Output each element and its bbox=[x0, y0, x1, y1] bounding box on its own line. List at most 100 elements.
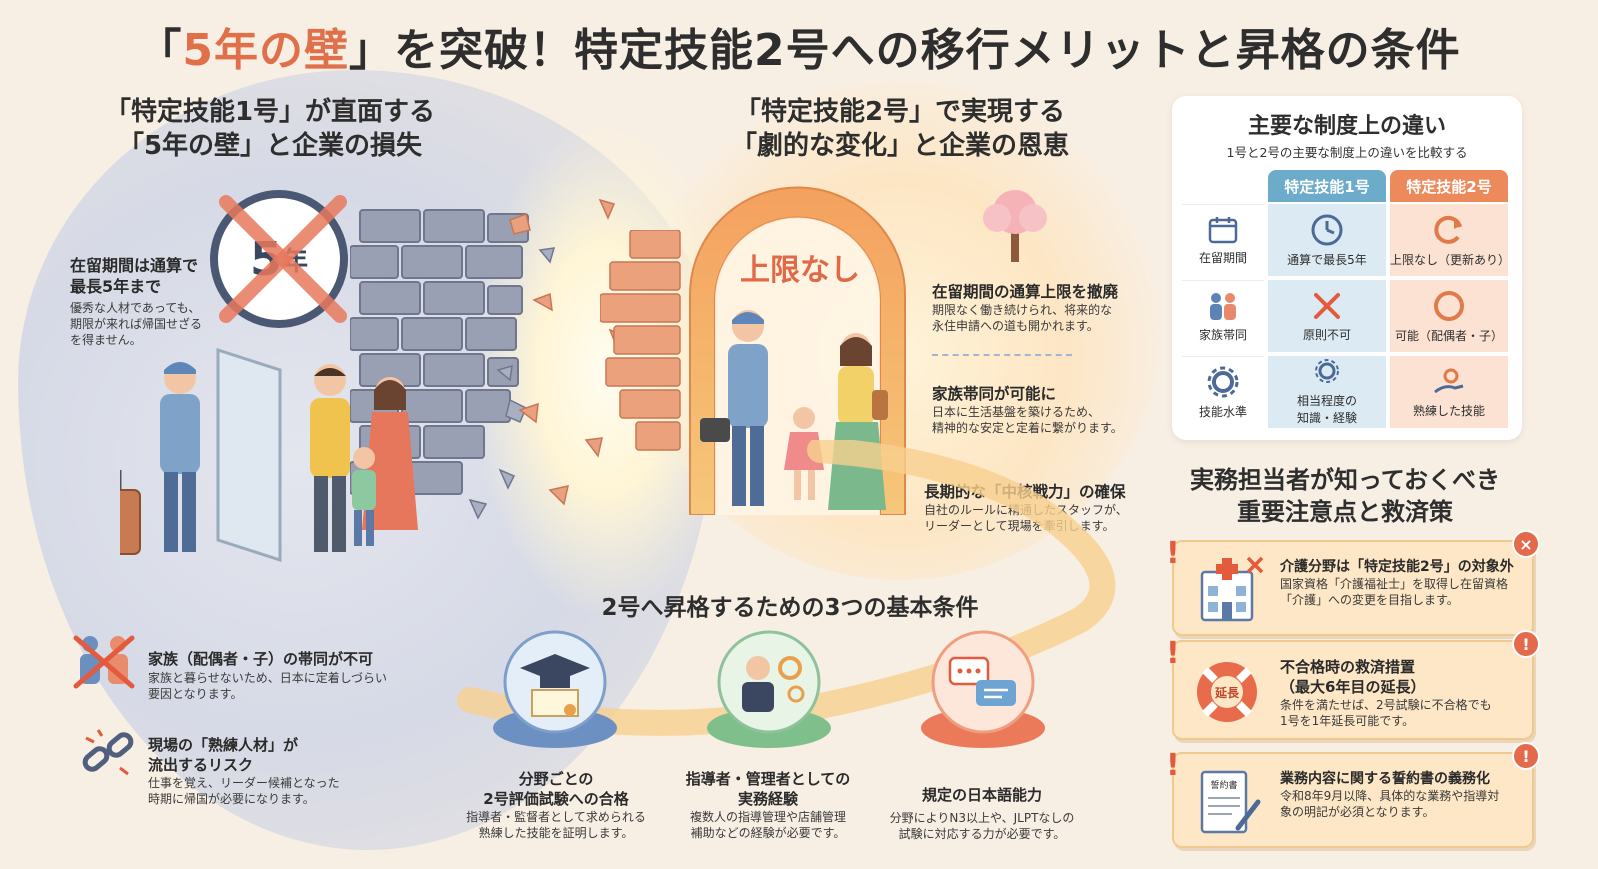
risk-title-line2: 流出するリスク bbox=[148, 755, 254, 774]
calendar-icon bbox=[1208, 217, 1238, 244]
condition-2-title-line2: 実務経験 bbox=[737, 789, 798, 808]
risk-block: 現場の「熟練人材」が 流出するリスク 仕事を覚え、リーダー候補となった 時期に帰… bbox=[148, 736, 388, 807]
left-section-heading: 「特定技能1号」が直面する 「5年の壁」と企業の損失 bbox=[60, 96, 480, 164]
family-title: 家族（配偶者・子）の帯同が不可 bbox=[148, 650, 374, 668]
circle-icon bbox=[1434, 290, 1464, 321]
attention-heading-line1: 実務担当者が知っておくべき bbox=[1189, 466, 1501, 494]
condition-2-desc-line1: 複数人の指導管理や店舗管理 bbox=[689, 810, 846, 824]
table-row-stay: 在留期間 通算で最長5年 上限なし（更新あり） bbox=[1182, 204, 1512, 278]
row-label: 技能水準 bbox=[1198, 405, 1247, 419]
right-section-heading: 「特定技能2号」で実現する 「劇的な変化」と企業の恩恵 bbox=[700, 96, 1100, 164]
cross-out-icon bbox=[219, 195, 347, 323]
alert-badge-icon: ! bbox=[1512, 630, 1540, 658]
condition-3-desc-line2: 試験に対応する力が必要です。 bbox=[898, 826, 1066, 841]
gear-badge-icon bbox=[1315, 359, 1339, 383]
condition-2-title-line1: 指導者・管理者としての bbox=[685, 770, 851, 788]
row-label-cell: 技能水準 bbox=[1182, 356, 1264, 428]
cell-value: 熟練した技能 bbox=[1412, 403, 1485, 418]
note-text: 介護分野は「特定技能2号」の対象外 国家資格「介護福祉士」を取得し在留資格 「介… bbox=[1280, 558, 1528, 609]
cell-tokutei2: 上限なし（更新あり） bbox=[1390, 204, 1510, 276]
cell-value-line1: 相当程度の bbox=[1296, 394, 1357, 408]
stay-desc-line1: 優秀な人材であっても、 bbox=[70, 300, 201, 315]
cross-icon bbox=[1314, 292, 1340, 319]
title-bracket: 「 bbox=[137, 25, 183, 76]
note-title-line1: 不合格時の救済措置 bbox=[1280, 658, 1416, 676]
benefit-1: 在留期間の通算上限を撤廃 期限なく働き続けられ、将来的な 永住申請への道も開かれ… bbox=[932, 282, 1132, 335]
condition-1-text: 分野ごとの 2号評価試験への合格 指導者・監督者として求められる 熟練した技能を… bbox=[446, 770, 666, 841]
stay-title-line1: 在留期間は通算で bbox=[70, 256, 199, 275]
benefit-1-title: 在留期間の通算上限を撤廃 bbox=[932, 283, 1119, 301]
condition-2-text: 指導者・管理者としての 実務経験 複数人の指導管理や店舗管理 補助などの経験が必… bbox=[658, 770, 878, 841]
arch-label: 上限なし bbox=[740, 253, 860, 288]
table-title: 主要な制度上の違い bbox=[1247, 114, 1446, 139]
title-accent: 5年の壁 bbox=[182, 25, 349, 76]
conditions-heading: 2号へ昇格するための3つの基本条件 bbox=[601, 595, 979, 621]
condition-3-text: 規定の日本語能力 分野によりN3以上や、JLPTなしの 試験に対応する力が必要で… bbox=[872, 786, 1092, 842]
condition-2-desc-line2: 補助などの経験が必要です。 bbox=[690, 826, 846, 841]
attention-heading: 実務担当者が知っておくべき 重要注意点と救済策 bbox=[1180, 464, 1510, 529]
stay-limit-block: 在留期間は通算で 最長5年まで 優秀な人材であっても、 期限が来れば帰国せざる … bbox=[70, 256, 230, 348]
table-header-tokutei1: 特定技能1号 bbox=[1268, 170, 1386, 202]
left-heading-line1: 「特定技能1号」が直面する bbox=[104, 97, 436, 127]
clock-icon bbox=[1311, 214, 1343, 245]
alert-badge-icon: ! bbox=[1512, 742, 1540, 770]
note-title: 介護分野は「特定技能2号」の対象外 bbox=[1280, 559, 1514, 575]
cell-tokutei1: 原則不可 bbox=[1268, 280, 1386, 352]
workers-family-illustration bbox=[120, 347, 418, 563]
stay-title-line2: 最長5年まで bbox=[70, 276, 162, 296]
sakura-tree-icon bbox=[983, 190, 1047, 262]
close-badge-icon: × bbox=[1512, 530, 1540, 558]
broken-wall-right bbox=[600, 230, 681, 451]
cell-tokutei2: 熟練した技能 bbox=[1390, 356, 1508, 428]
condition-1-desc-line2: 熟練した技能を証明します。 bbox=[478, 826, 634, 841]
right-heading-line1: 「特定技能2号」で実現する bbox=[734, 97, 1066, 127]
family-crossed-icon bbox=[73, 635, 135, 689]
right-heading-line2: 「劇的な変化」と企業の恩恵 bbox=[730, 130, 1069, 161]
exclamation-icon: ! bbox=[1166, 636, 1180, 671]
benefit-2: 家族帯同が可能に 日本に生活基盤を築けるため、 精神的な安定と定着に繋がります。 bbox=[932, 384, 1152, 437]
table-subtitle: 1号と2号の主要な制度上の違いを比較する bbox=[1226, 145, 1468, 160]
table-row-family: 家族帯同 原則不可 可能（配偶者・子） bbox=[1182, 280, 1512, 354]
contract-label: 誓約書 bbox=[1210, 779, 1237, 791]
cell-tokutei2: 可能（配偶者・子） bbox=[1390, 280, 1508, 352]
cell-value: 原則不可 bbox=[1302, 327, 1351, 342]
manager-gear-icon bbox=[707, 630, 831, 748]
comparison-table-card: 主要な制度上の違い 1号と2号の主要な制度上の違いを比較する 特定技能1号 特定… bbox=[1172, 96, 1522, 440]
hospital-icon bbox=[1200, 556, 1264, 622]
note-title-line2: （最大6年目の延長） bbox=[1280, 677, 1426, 696]
hand-gear-icon bbox=[1434, 368, 1464, 393]
note-text: 不合格時の救済措置 （最大6年目の延長） 条件を満たせば、2号試験に不合格でも … bbox=[1280, 658, 1528, 729]
benefit-2-desc-line2: 精神的な安定と定着に繋がります。 bbox=[932, 421, 1123, 436]
table-header-tokutei2: 特定技能2号 bbox=[1390, 170, 1508, 202]
condition-1-desc-line1: 指導者・監督者として求められる bbox=[466, 810, 646, 824]
note-desc-line2: 「介護」への変更を目指します。 bbox=[1280, 593, 1459, 608]
stone-wall-illustration bbox=[350, 209, 529, 520]
broken-chain-icon bbox=[82, 729, 134, 776]
note-title: 業務内容に関する誓約書の義務化 bbox=[1280, 771, 1490, 787]
risk-desc-line2: 時期に帰国が必要になります。 bbox=[148, 792, 315, 807]
benefit-1-desc-line2: 永住申請への道も開かれます。 bbox=[932, 319, 1099, 334]
stay-desc-line3: を得ません。 bbox=[70, 332, 142, 347]
row-label: 家族帯同 bbox=[1198, 328, 1247, 342]
note-desc-line2: 1号を1年延長可能です。 bbox=[1280, 714, 1415, 729]
family-desc-line2: 要因となります。 bbox=[148, 686, 243, 701]
lifebuoy-icon: 延長 bbox=[1197, 662, 1257, 722]
condition-3-desc-line1: 分野によりN3以上や、JLPTなしの bbox=[889, 810, 1075, 825]
cell-value: 通算で最長5年 bbox=[1287, 252, 1367, 267]
family-icon bbox=[1210, 293, 1236, 320]
family-restriction-block: 家族（配偶者・子）の帯同が不可 家族と暮らせないため、日本に定着しづらい 要因と… bbox=[148, 650, 448, 702]
table-row-skill: 技能水準 相当程度の 知識・経験 熟練した技能 bbox=[1182, 356, 1512, 430]
path-road bbox=[457, 440, 1116, 736]
row-label-cell: 在留期間 bbox=[1182, 204, 1264, 276]
note-desc-line1: 令和8年9月以降、具体的な業務や指導対 bbox=[1280, 789, 1500, 804]
cell-value: 可能（配偶者・子） bbox=[1394, 328, 1503, 343]
row-label-cell: 家族帯同 bbox=[1182, 280, 1264, 352]
family-desc-line1: 家族と暮らせないため、日本に定着しづらい bbox=[148, 670, 388, 685]
cell-tokutei1: 相当程度の 知識・経験 bbox=[1268, 356, 1386, 428]
benefit-1-desc-line1: 期限なく働き続けられ、将来的な bbox=[932, 303, 1113, 318]
note-desc-line2: 象の明記が必須となります。 bbox=[1280, 805, 1435, 820]
cell-value-line2: 知識・経験 bbox=[1296, 411, 1357, 425]
exclamation-icon: ! bbox=[1166, 536, 1180, 571]
benefit-divider bbox=[932, 354, 1072, 356]
